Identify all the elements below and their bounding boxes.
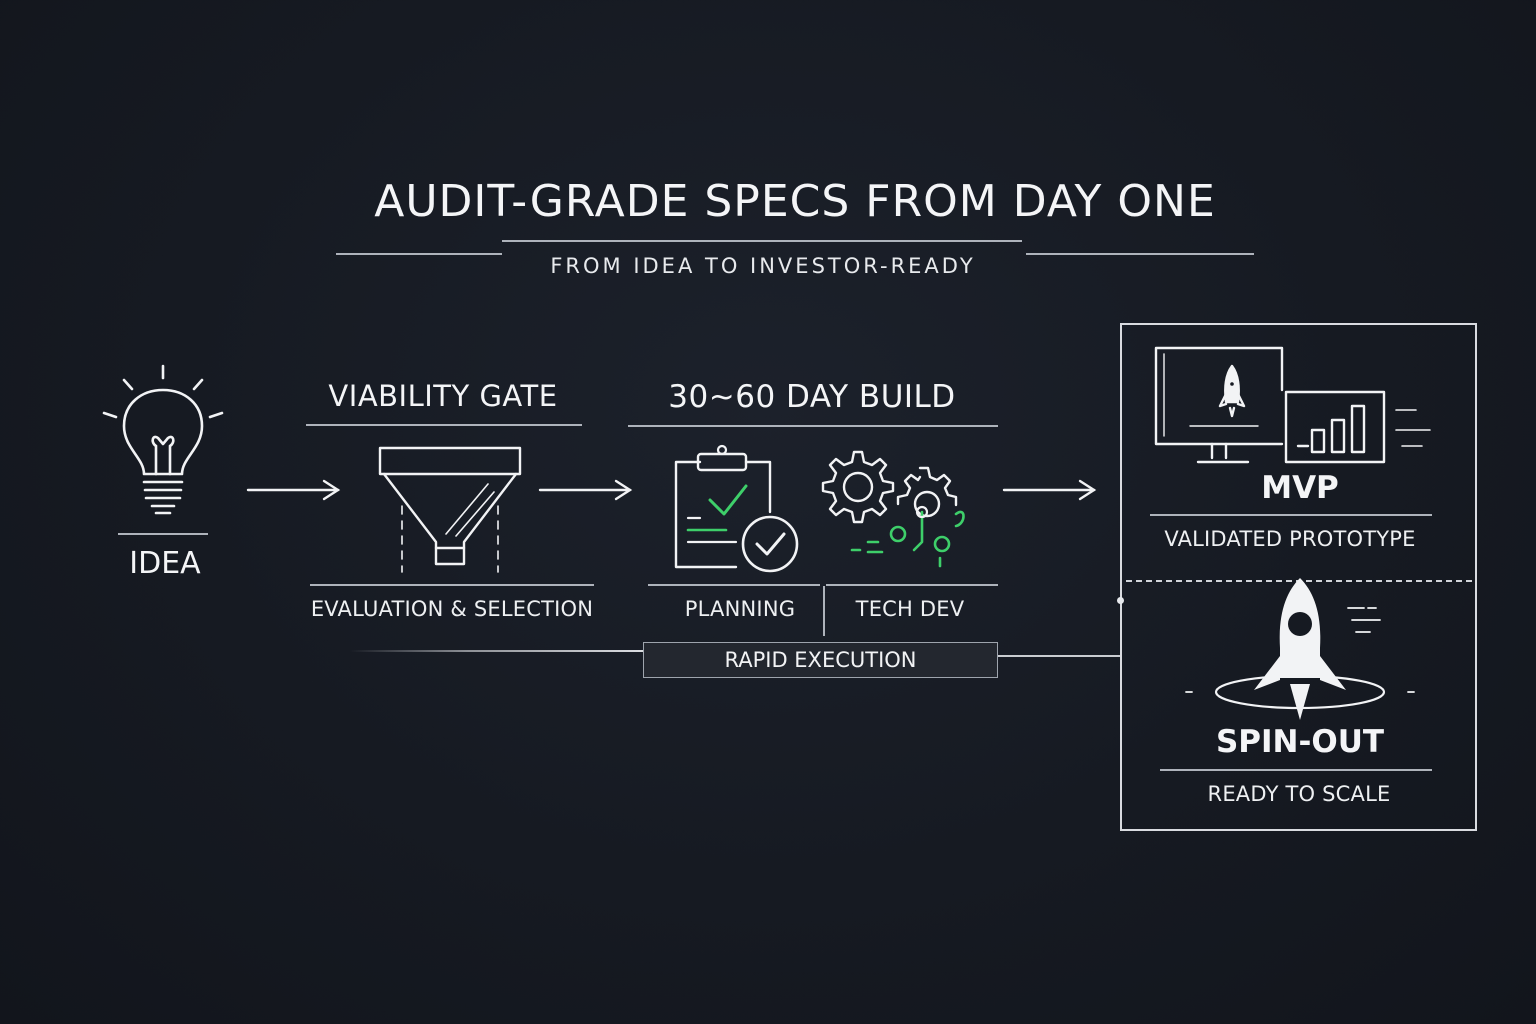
monitor-rocket-chart-icon bbox=[1150, 344, 1440, 472]
title-underline-right bbox=[1026, 253, 1254, 255]
build-divider-right bbox=[826, 584, 998, 586]
title-underline-top bbox=[502, 240, 1022, 242]
techdev-label: TECH DEV bbox=[855, 597, 965, 621]
gears-circuit-icon bbox=[816, 446, 976, 576]
viability-gate-heading: VIABILITY GATE bbox=[328, 379, 558, 413]
arrow-right-icon bbox=[538, 478, 634, 502]
build-heading-underline bbox=[628, 425, 998, 427]
page-title: AUDIT-GRADE SPECS FROM DAY ONE bbox=[374, 176, 1216, 227]
spinout-title: SPIN-OUT bbox=[1215, 724, 1385, 760]
build-vertical-divider bbox=[823, 586, 825, 636]
spinout-divider bbox=[1160, 769, 1432, 771]
lightbulb-icon bbox=[98, 362, 228, 527]
outcome-panel bbox=[1120, 323, 1477, 831]
build-heading: 30~60 DAY BUILD bbox=[668, 379, 956, 415]
mvp-label: VALIDATED PROTOTYPE bbox=[1164, 527, 1416, 551]
viability-heading-underline bbox=[306, 424, 582, 426]
clipboard-check-icon bbox=[670, 442, 805, 577]
mvp-title: MVP bbox=[1261, 470, 1339, 506]
idea-label: IDEA bbox=[129, 546, 201, 581]
idea-divider bbox=[118, 533, 208, 535]
spinout-label: READY TO SCALE bbox=[1207, 782, 1391, 806]
rocket-launch-icon bbox=[1180, 574, 1420, 724]
panel-connector-dot bbox=[1117, 597, 1124, 604]
timeline-line bbox=[350, 650, 644, 652]
planning-label: PLANNING bbox=[684, 597, 796, 621]
mvp-divider bbox=[1150, 514, 1432, 516]
viability-label: EVALUATION & SELECTION bbox=[310, 597, 594, 621]
title-underline-left bbox=[336, 253, 502, 255]
arrow-right-icon bbox=[1002, 478, 1098, 502]
rapid-execution-bar: RAPID EXECUTION bbox=[643, 642, 998, 678]
page-subtitle: FROM IDEA TO INVESTOR-READY bbox=[550, 254, 976, 278]
viability-divider bbox=[310, 584, 594, 586]
build-divider-left bbox=[648, 584, 820, 586]
arrow-right-icon bbox=[246, 478, 342, 502]
timeline-line-right bbox=[998, 655, 1120, 657]
funnel-icon bbox=[376, 444, 526, 574]
